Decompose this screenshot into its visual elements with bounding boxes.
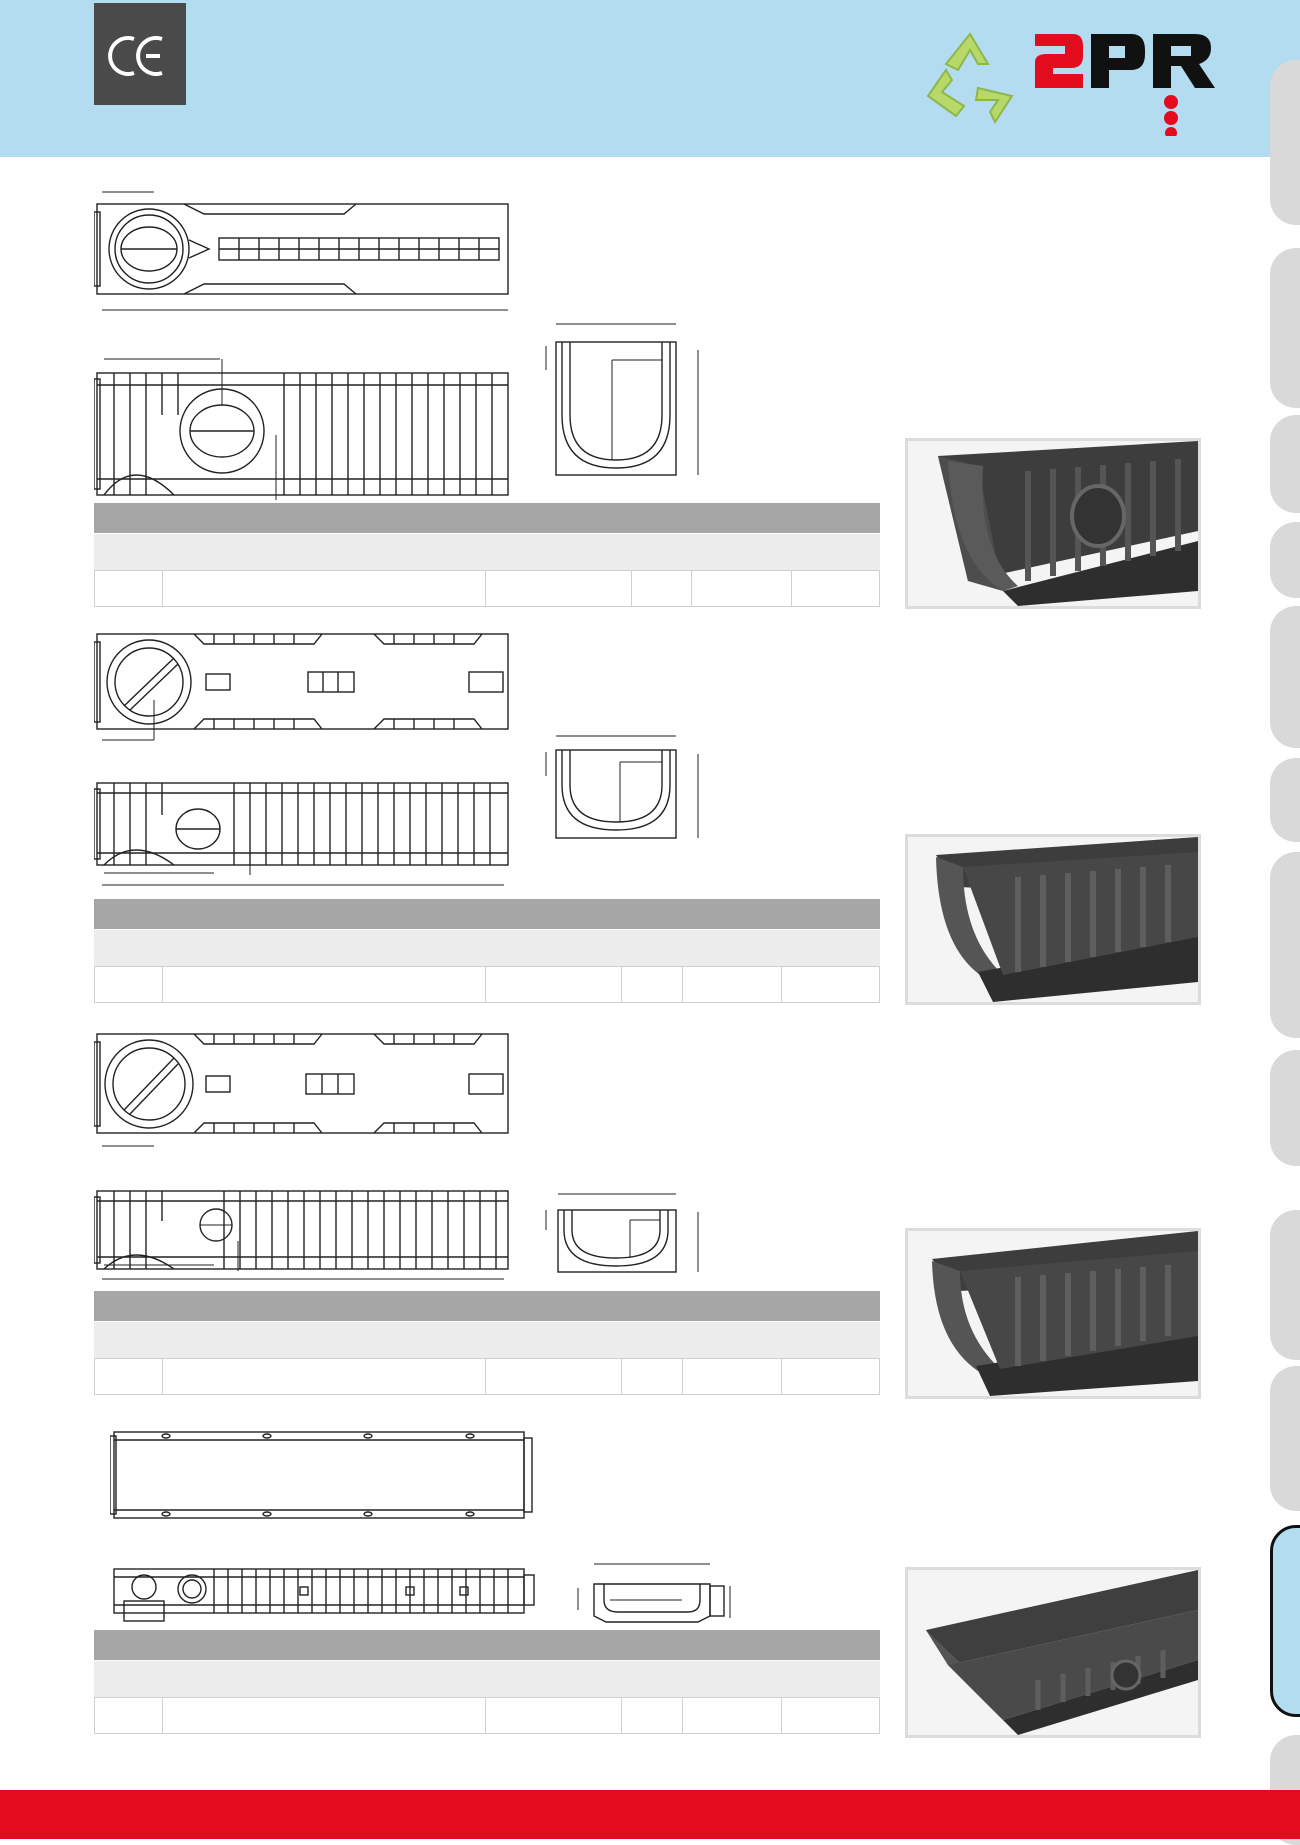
product-3-side-view-drawing	[94, 1185, 514, 1285]
spec-cell-qty	[792, 571, 879, 606]
product-2-cross-section-drawing	[540, 730, 720, 845]
side-tab-9[interactable]	[1270, 1210, 1300, 1360]
spec-cell-code	[95, 1698, 163, 1733]
product-2-spec-subheader	[94, 930, 880, 966]
spec-cell-qty	[782, 967, 879, 1002]
product-4-spec-header	[94, 1630, 880, 1660]
product-1-side-view-drawing	[94, 355, 514, 505]
brand-logo	[1035, 26, 1230, 141]
product-4-cross-section-drawing	[570, 1560, 740, 1625]
side-tab-11-active[interactable]	[1270, 1525, 1300, 1717]
product-1-photo	[905, 438, 1201, 609]
spec-cell-description	[163, 1359, 486, 1394]
page-footer	[0, 1790, 1300, 1839]
product-2-spec-header	[94, 899, 880, 929]
product-3-cross-section-drawing	[540, 1190, 720, 1290]
spec-cell-weight	[622, 1698, 683, 1733]
side-tab-5[interactable]	[1270, 606, 1300, 748]
product-1-spec-subheader	[94, 534, 880, 570]
spec-cell-description	[163, 571, 486, 606]
side-tab-6[interactable]	[1270, 758, 1300, 842]
spec-cell-code	[95, 967, 163, 1002]
product-4-spec-row	[94, 1697, 880, 1734]
side-tab-3[interactable]	[1270, 415, 1300, 513]
ce-mark-icon	[94, 3, 186, 105]
spec-cell-dimensions	[486, 571, 632, 606]
side-tab-8[interactable]	[1270, 1050, 1300, 1166]
spec-cell-dimensions	[486, 1359, 622, 1394]
side-tab-10[interactable]	[1270, 1366, 1300, 1511]
page-header	[0, 0, 1300, 157]
product-3-spec-header	[94, 1291, 880, 1321]
spec-cell-weight	[622, 1359, 683, 1394]
side-tab-1[interactable]	[1270, 60, 1300, 225]
product-3-photo	[905, 1228, 1201, 1399]
spec-cell-qty	[782, 1359, 879, 1394]
product-4-photo	[905, 1567, 1201, 1738]
spec-cell-class	[683, 967, 783, 1002]
side-tab-7[interactable]	[1270, 852, 1300, 1038]
product-1-top-view-drawing	[94, 190, 514, 320]
spec-cell-class	[683, 1359, 783, 1394]
product-3-top-view-drawing	[94, 1030, 514, 1150]
side-tab-2[interactable]	[1270, 248, 1300, 408]
product-3-spec-subheader	[94, 1322, 880, 1358]
product-2-top-view-drawing	[94, 630, 514, 745]
product-1-cross-section-drawing	[540, 320, 720, 480]
spec-cell-class	[683, 1698, 783, 1733]
spec-cell-code	[95, 571, 163, 606]
recycle-icon	[920, 30, 1020, 130]
product-1-spec-row	[94, 570, 880, 607]
product-4-side-view-drawing	[110, 1565, 535, 1627]
side-tab-4[interactable]	[1270, 522, 1300, 598]
spec-cell-dimensions	[486, 1698, 622, 1733]
spec-cell-weight	[622, 967, 683, 1002]
spec-cell-class	[692, 571, 793, 606]
product-2-side-view-drawing	[94, 775, 514, 890]
product-1-spec-header	[94, 503, 880, 533]
product-4-top-view-drawing	[110, 1428, 535, 1523]
spec-cell-description	[163, 967, 486, 1002]
product-2-photo	[905, 834, 1201, 1005]
product-2-spec-row	[94, 966, 880, 1003]
product-4-spec-subheader	[94, 1661, 880, 1697]
spec-cell-code	[95, 1359, 163, 1394]
spec-cell-qty	[782, 1698, 879, 1733]
spec-cell-description	[163, 1698, 486, 1733]
spec-cell-dimensions	[486, 967, 622, 1002]
product-3-spec-row	[94, 1358, 880, 1395]
spec-cell-weight	[632, 571, 693, 606]
